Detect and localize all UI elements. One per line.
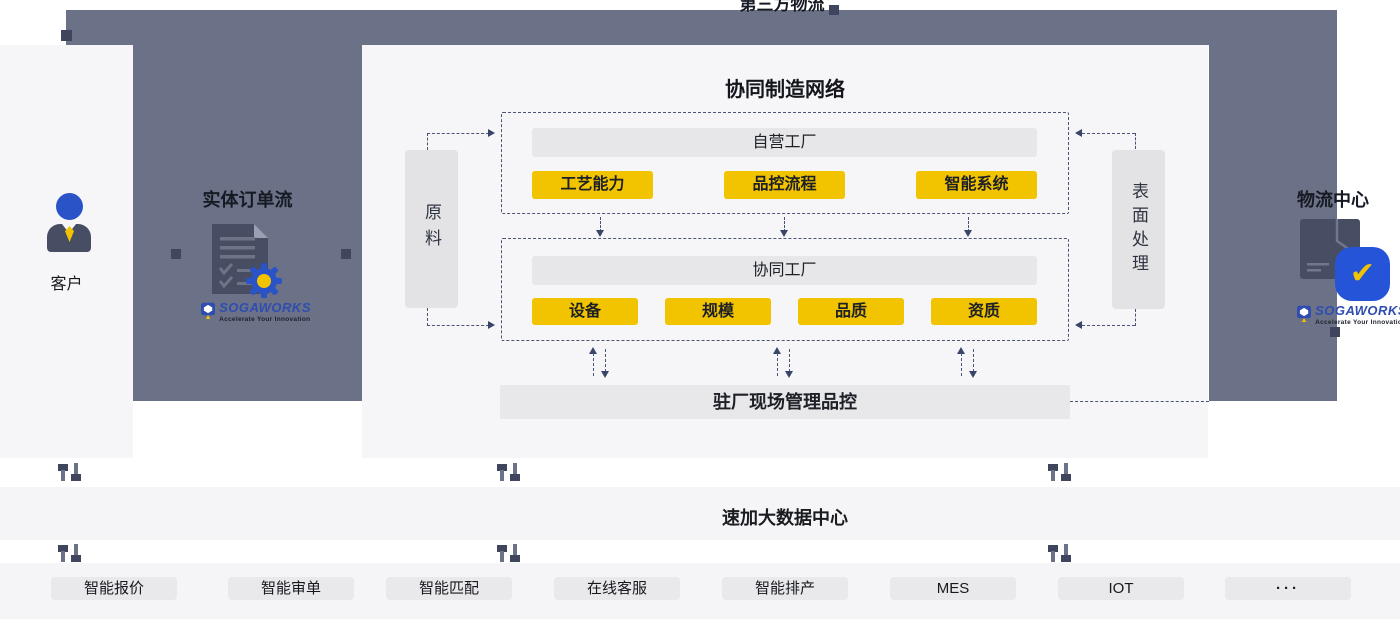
module-chip: 在线客服	[554, 577, 680, 600]
capability-chip: 工艺能力	[532, 171, 653, 199]
right-arrowhead-icon	[488, 129, 495, 137]
data-center-band	[0, 487, 1400, 540]
module-chip: IOT	[1058, 577, 1184, 600]
connector-square-icon	[61, 30, 72, 41]
criteria-chip: 规模	[665, 298, 771, 325]
raw-material-block: 原料	[405, 150, 458, 308]
sogaworks-logo-icon	[201, 302, 216, 319]
module-chip: 智能匹配	[386, 577, 512, 600]
data-exchange-icon	[58, 463, 82, 482]
surface-connector	[1082, 325, 1135, 326]
up-arrowhead-icon	[957, 347, 965, 354]
person-head	[56, 193, 83, 220]
order-flow-panel	[133, 45, 362, 401]
raw-material-connector	[427, 133, 489, 134]
module-chip: 智能排产	[722, 577, 848, 600]
surface-connector	[1082, 133, 1135, 134]
order-document-gear-icon	[212, 224, 282, 298]
updown-arrows	[773, 347, 795, 379]
qc-to-logistics-connector	[1070, 401, 1209, 402]
person-tie	[65, 226, 74, 242]
brand-name: SOGAWORKS	[1315, 303, 1400, 318]
sogaworks-logo: SOGAWORKS Accelerate Your Innovation	[201, 301, 311, 323]
down-arrowhead-icon	[969, 371, 977, 378]
connector-square-icon	[1330, 327, 1340, 337]
left-arrowhead-icon	[1075, 129, 1082, 137]
connector-square-icon	[341, 249, 351, 259]
raw-material-connector	[427, 325, 489, 326]
data-exchange-icon	[497, 544, 521, 563]
down-arrow	[784, 217, 785, 232]
data-exchange-icon	[497, 463, 521, 482]
down-arrowhead-icon	[785, 371, 793, 378]
data-exchange-icon	[1048, 544, 1072, 563]
raw-material-connector	[427, 308, 428, 326]
down-arrow	[968, 217, 969, 232]
onsite-qc-bar: 驻厂现场管理品控	[500, 385, 1070, 419]
logistics-title: 物流中心	[1297, 190, 1369, 210]
partner-factory-title-bar: 协同工厂	[532, 256, 1037, 285]
connector-square-icon	[829, 5, 839, 15]
network-title: 协同制造网络	[725, 79, 845, 101]
updown-arrows	[957, 347, 979, 379]
capability-chip: 品控流程	[724, 171, 845, 199]
down-arrowhead-icon	[601, 371, 609, 378]
left-arrowhead-icon	[1075, 321, 1082, 329]
module-chip: 智能审单	[228, 577, 354, 600]
surface-connector	[1135, 309, 1136, 326]
module-chip: MES	[890, 577, 1016, 600]
module-chip: 智能报价	[51, 577, 177, 600]
partner-factory-box	[501, 238, 1069, 341]
check-badge-icon: ✔	[1335, 247, 1390, 301]
top-logistics-bar	[66, 10, 1337, 45]
down-arrowhead-icon	[596, 230, 604, 237]
criteria-chip: 品质	[798, 298, 904, 325]
down-arrowhead-icon	[964, 230, 972, 237]
order-flow-title: 实体订单流	[202, 190, 293, 210]
up-arrowhead-icon	[589, 347, 597, 354]
gear-icon	[246, 263, 282, 298]
data-exchange-icon	[58, 544, 82, 563]
customer-label: 客户	[50, 276, 83, 293]
surface-treatment-block: 表面处理	[1112, 150, 1165, 309]
brand-tagline: Accelerate Your Innovation	[1315, 319, 1400, 326]
own-factory-title-bar: 自营工厂	[532, 128, 1037, 157]
connector-square-icon	[171, 249, 181, 259]
brand-name: SOGAWORKS	[219, 300, 311, 315]
sogaworks-logo-icon	[1297, 305, 1312, 322]
data-exchange-icon	[1048, 463, 1072, 482]
criteria-chip: 设备	[532, 298, 638, 325]
updown-arrows	[589, 347, 611, 379]
criteria-chip: 资质	[931, 298, 1037, 325]
raw-material-connector	[427, 133, 428, 150]
down-arrowhead-icon	[780, 230, 788, 237]
modules-strip	[0, 563, 1400, 619]
right-arrowhead-icon	[488, 321, 495, 329]
person-icon	[47, 193, 91, 255]
surface-connector	[1135, 133, 1136, 149]
down-arrow	[600, 217, 601, 232]
own-factory-box	[501, 112, 1069, 214]
up-arrowhead-icon	[773, 347, 781, 354]
third-party-logistics-label: 第三方物流	[739, 0, 825, 14]
sogaworks-logo: SOGAWORKS Accelerate Your Innovation	[1297, 304, 1400, 326]
brand-tagline: Accelerate Your Innovation	[219, 316, 311, 323]
capability-chip: 智能系统	[916, 171, 1037, 199]
module-chip: ···	[1225, 577, 1351, 600]
data-center-title: 速加大数据中心	[722, 508, 848, 528]
